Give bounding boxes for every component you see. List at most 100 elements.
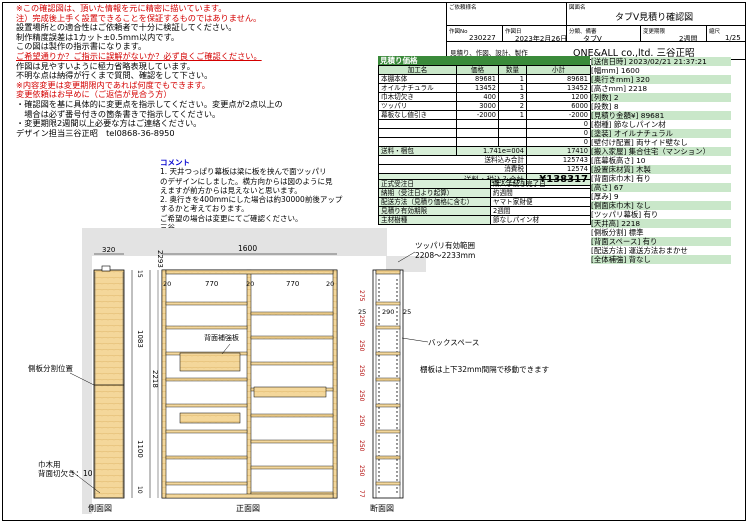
scale-cell: 縮尺 1/25 <box>706 26 746 42</box>
tension-knob <box>101 265 111 272</box>
company-text: ONE&ALL co.,ltd. 三谷正昭 <box>573 48 695 59</box>
pin-hole <box>378 435 380 437</box>
comment-line: するかと考えております。 <box>160 204 249 214</box>
pin-hole <box>396 295 398 297</box>
spec-line: [壁付け配置] 両サイド壁なし <box>591 138 688 147</box>
skirting-label: 巾木用 <box>38 459 61 469</box>
pin-hole <box>378 423 380 425</box>
pin-hole <box>396 287 398 289</box>
shelf-board <box>165 481 248 486</box>
spec-line: [高さmm] 2218 <box>591 84 648 93</box>
drawing-name-label: 図面名 <box>569 5 586 11</box>
section-depth-1: 25 <box>358 308 366 316</box>
section-pitch-label: 250 <box>358 390 365 402</box>
pin-hole <box>396 283 398 285</box>
section-pitch-label: 250 <box>358 365 365 377</box>
pin-hole <box>396 363 398 365</box>
note-line: 設置場所との適合性はご依頼者で十分に検証してください。 <box>16 22 237 33</box>
deadline-cell: 変更期限 2週間 <box>640 26 706 43</box>
pin-hole <box>378 311 380 313</box>
spec-line: [塗装] オイルナチュラル <box>591 129 731 138</box>
spec-line: [背面スペース] 有り <box>591 237 731 246</box>
note-line: ご希望通りか？ご指示に誤解がないか？必ず良くご確認ください。 <box>16 50 262 61</box>
section-view-label: 断面図 <box>370 503 394 513</box>
pin-hole <box>378 407 380 409</box>
pin-hole <box>378 395 380 397</box>
comment-line: 三谷 <box>160 223 175 233</box>
pin-hole <box>378 475 380 477</box>
pin-hole <box>396 439 398 441</box>
skirting-cut-label: 背面切欠き：10 <box>38 468 93 478</box>
pin-hole <box>378 363 380 365</box>
pin-hole <box>396 331 398 333</box>
front-view: 背面補強板 1600 770 770 20 20 20 2218 正面図 <box>149 244 338 513</box>
pin-hole <box>396 367 398 369</box>
shelf-board <box>165 325 248 330</box>
pin-hole <box>378 319 380 321</box>
note-line: ・確認図を基に具体的に変更点を指示してください。変更点が2点以上の <box>16 98 283 109</box>
shelf-board <box>165 455 248 460</box>
section-pitch-label: 250 <box>358 315 365 327</box>
back-reinforcement-board <box>179 352 241 372</box>
pin-hole <box>396 395 398 397</box>
date-cell: 作図日 2023年2月26日 <box>502 26 568 43</box>
pin-hole <box>396 315 398 317</box>
front-shelves <box>165 301 334 499</box>
pin-hole <box>396 323 398 325</box>
spec-line: [設置床材質] 木製 <box>591 165 731 174</box>
comment-line: 1. 天井つっぱり幕板は梁に板を挟んで面ツッパリ <box>160 167 327 177</box>
comment-line: のデザインにしました。横方向からは図のように見 <box>160 176 333 186</box>
pin-hole <box>378 299 380 301</box>
spec-line: [送信日時] 2023/02/21 21:37:21 <box>591 57 731 66</box>
pin-hole <box>396 359 398 361</box>
back-space-label: バックスペース <box>428 338 479 347</box>
comment-line: えますが前方からは見えないと思います。 <box>160 185 302 195</box>
spec-line: [搬入家屋] 集合住宅（マンション） <box>591 147 731 156</box>
spec-line: [樹種] 節なしパイン材 <box>591 120 666 129</box>
spec-line: [見積り金額¥] 89681 <box>591 111 731 120</box>
pin-hole <box>378 291 380 293</box>
section-pitch-label: 250 <box>358 415 365 427</box>
spec-line: [奥行きmm] 320 <box>591 75 731 84</box>
section-frame <box>372 269 404 499</box>
board-mid-dim: 20 <box>246 280 254 288</box>
spec-line: [ツッパリ幕板] 有り <box>591 210 659 219</box>
comment-block: コメント 1. 天井つっぱり幕板は梁に板を挟んで面ツッパリのデザインにしました。… <box>160 158 342 232</box>
category-label: 分類、備審 <box>569 29 597 35</box>
pin-hole <box>396 411 398 413</box>
pin-hole <box>378 371 380 373</box>
pin-hole <box>378 451 380 453</box>
pin-hole <box>378 463 380 465</box>
pin-hole <box>396 347 398 349</box>
note-line: デザイン担当三谷正昭 tel0868-36-8950 <box>16 127 175 138</box>
section-shelf <box>375 429 401 434</box>
note-line: 不明な点は納得が行くまで質問、確認をして下さい。 <box>16 70 213 81</box>
left-wall <box>82 228 92 514</box>
pin-hole <box>378 323 380 325</box>
right-ceiling <box>386 256 426 272</box>
shelf-board <box>165 301 248 306</box>
drawing-name-cell: 図面名 タブV見積り確認図 <box>566 2 746 26</box>
pin-hole <box>378 487 380 489</box>
left-section-dim: 770 <box>205 280 218 288</box>
tension-range-label: ツッパリ有効範囲 <box>415 240 475 250</box>
pin-hole <box>378 315 380 317</box>
shelf-board <box>250 335 334 340</box>
pin-hole <box>378 359 380 361</box>
section-depth-3: 25 <box>403 308 411 316</box>
shelf-board <box>250 361 334 366</box>
shelf-board <box>250 439 334 444</box>
board-right-dim: 20 <box>326 280 334 288</box>
pin-hole <box>396 407 398 409</box>
spec-line: [全体補強] 背なし <box>591 255 731 264</box>
pin-hole <box>378 283 380 285</box>
pin-hole <box>378 367 380 369</box>
drawing-name-value: タブV見積り確認図 <box>615 13 694 23</box>
customer-cell: ご依頼様名 <box>446 2 566 26</box>
scale-value: 1/25 <box>725 34 741 42</box>
pin-hole <box>396 375 398 377</box>
date-value: 2023年2月26日 <box>515 35 568 43</box>
pin-hole <box>396 479 398 481</box>
pin-hole <box>378 447 380 449</box>
